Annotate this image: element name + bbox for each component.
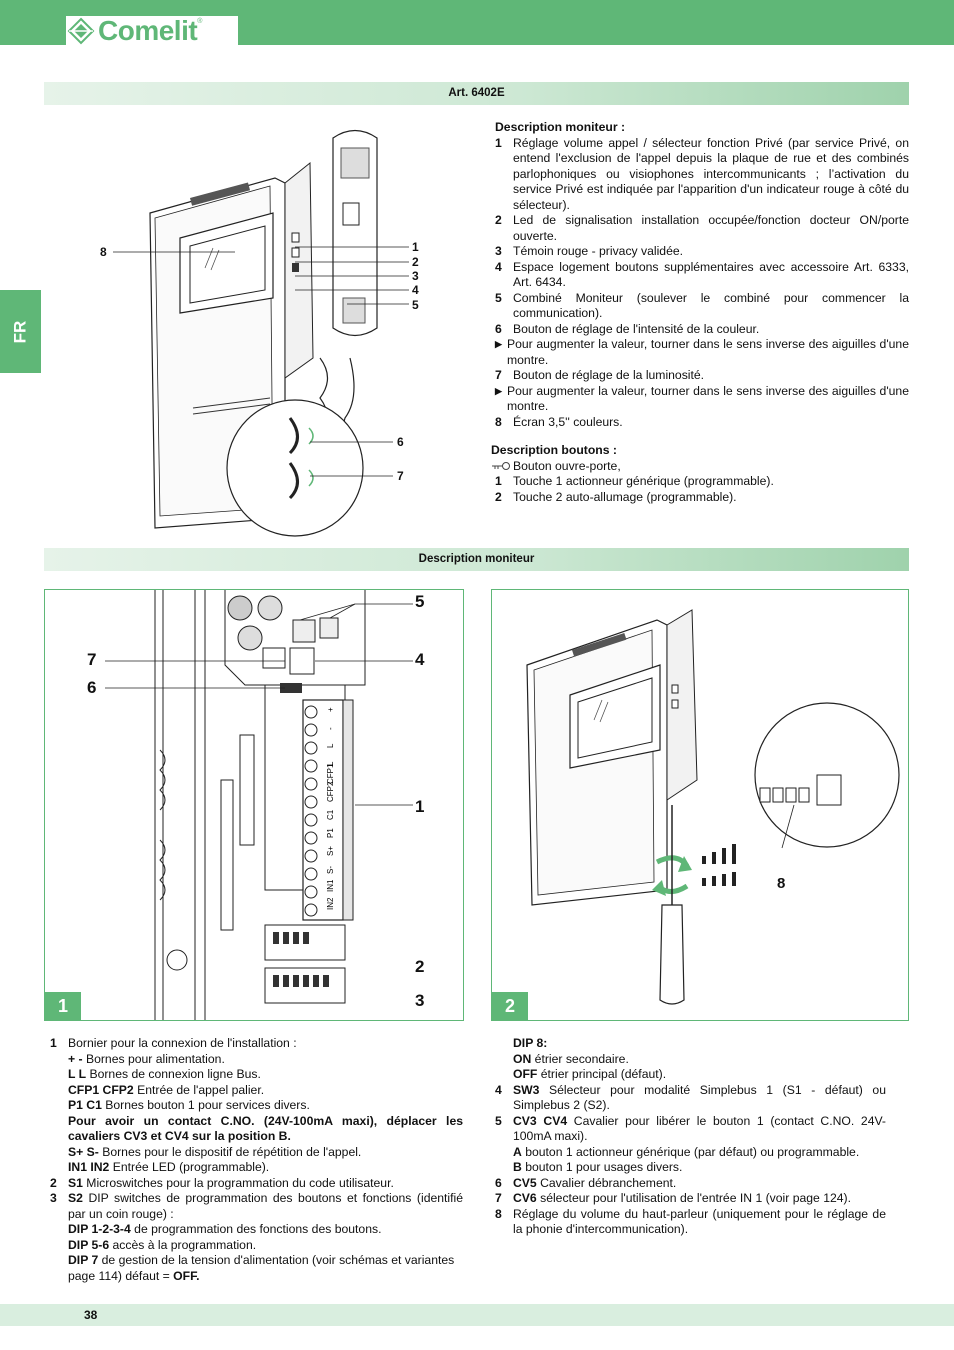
callout-6: 6 (397, 435, 404, 449)
terminal-label: CFP2 (326, 781, 335, 802)
callout-3: 3 (412, 269, 419, 283)
callout-8: 8 (100, 245, 107, 259)
list-item: ON étrier secondaire. (513, 1051, 629, 1066)
key-icon (492, 462, 510, 471)
panel2-callout-8: 8 (777, 875, 786, 892)
callout-5: 5 (412, 298, 419, 312)
section-title-description: Description moniteur (44, 548, 909, 571)
panel1-callout-1: 1 (415, 797, 425, 816)
list-item: OFF étrier principal (défaut). (513, 1067, 667, 1081)
brand-logo: Comelit ® (66, 16, 238, 46)
list-item: IN1 IN2 Entrée LED (programmable). (68, 1160, 270, 1174)
callout-2: 2 (412, 255, 419, 269)
figure-panel-2: 8 2 (491, 589, 909, 1021)
list-item: + - Bornes pour alimentation. (68, 1051, 225, 1066)
panel1-callout-3: 3 (415, 991, 425, 1010)
terminal-label: P1 (326, 828, 335, 838)
terminal-label: CFP1 (326, 763, 335, 784)
terminal-label: L (326, 761, 335, 766)
list-item: ▶Pour augmenter la valeur, tourner dans … (495, 337, 909, 367)
footer-bar (0, 1304, 954, 1326)
list-item: DIP 7 de gestion de la tension d'aliment… (68, 1253, 455, 1283)
terminal-label: - (326, 727, 335, 730)
list-item: DIP 1-2-3-4 de programmation des fonctio… (68, 1222, 382, 1236)
section-title-article: Art. 6402E (44, 82, 909, 105)
panel1-callout-6: 6 (87, 678, 97, 697)
panel1-callout-4: 4 (415, 650, 425, 669)
buttons-description: Description boutons : Bouton ouvre-porte… (491, 443, 909, 505)
panel2-number: 2 (492, 992, 528, 1020)
list-item: Bouton ouvre-porte, (491, 459, 909, 475)
panel1-callout-5: 5 (415, 592, 425, 611)
callout-4: 4 (412, 283, 419, 297)
list-item: ▶Pour augmenter la valeur, tourner dans … (495, 383, 909, 414)
terminal-label: IN1 (326, 879, 335, 892)
terminal-label: IN2 (326, 897, 335, 910)
terminal-label: + (326, 707, 335, 712)
terminal-label: C1 (326, 809, 335, 820)
list-item: DIP 5-6 accès à la programmation. (68, 1237, 257, 1252)
comelit-logo-icon (67, 17, 95, 45)
list-item: A bouton 1 actionneur générique (par déf… (513, 1144, 860, 1159)
language-tab: FR (0, 290, 41, 373)
panel1-callout-2: 2 (415, 957, 425, 976)
list-item: P1 C1 Bornes bouton 1 pour services dive… (68, 1098, 310, 1112)
panel1-number: 1 (45, 992, 81, 1020)
monitor-description-heading: Description moniteur : (495, 120, 626, 134)
buttons-description-heading: Description boutons : (491, 443, 617, 457)
monitor-illustration (113, 129, 409, 537)
page-number: 38 (84, 1308, 98, 1322)
panel1-callout-7: 7 (87, 650, 97, 669)
terminal-label: S+ (326, 846, 335, 856)
callout-1: 1 (412, 240, 419, 254)
registered-mark: ® (197, 18, 203, 25)
language-tab-label: FR (10, 320, 30, 343)
terminal-label: S- (326, 866, 335, 874)
list-item: Pour avoir un contact C.NO. (24V-100mA m… (68, 1113, 463, 1144)
monitor-adjustment-illustration (526, 609, 900, 1005)
list-item: B bouton 1 pour usages divers. (513, 1160, 683, 1174)
list-item: S+ S- Bornes pour le dispositif de répét… (68, 1144, 362, 1159)
list-item: L L Bornes de connexion ligne Bus. (68, 1067, 261, 1081)
settings-description: DIP 8: ON étrier secondaire. OFF étrier … (495, 1036, 886, 1238)
list-item: DIP 8: (513, 1036, 548, 1050)
list-item: CFP1 CFP2 Entrée de l'appel palier. (68, 1082, 265, 1097)
callout-7: 7 (397, 469, 404, 483)
terminal-label: L (326, 743, 335, 748)
brand-name: Comelit (98, 15, 198, 46)
